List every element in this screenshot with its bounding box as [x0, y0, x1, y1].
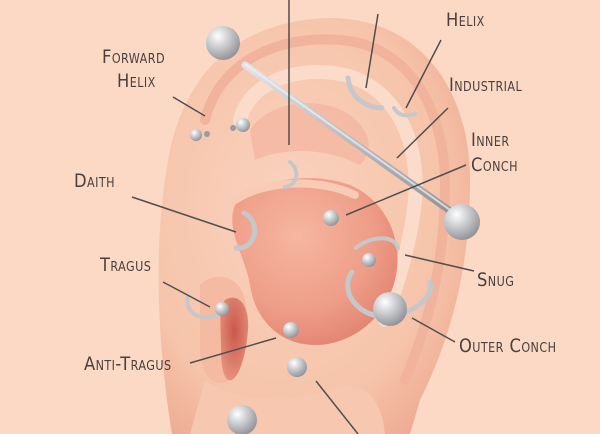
helix-ring-1	[345, 75, 385, 111]
rook-ring	[283, 160, 299, 189]
leader-industrial	[396, 107, 449, 159]
helix-rim	[200, 34, 451, 385]
leader-tragus	[162, 281, 211, 308]
daith-ring	[233, 210, 258, 251]
label-helix: Helix	[446, 9, 485, 31]
label-daith: Daith	[74, 170, 115, 192]
inner-conch-stud	[323, 210, 339, 226]
label-forward-helix-line2: Helix	[117, 70, 156, 92]
label-forward-helix-line1: Forward	[102, 46, 165, 68]
label-outer-conch: Outer Conch	[459, 335, 557, 357]
industrial-ball-bottom	[444, 204, 480, 240]
industrial-ball-top	[206, 26, 240, 60]
anti-tragus-stud	[283, 322, 299, 338]
outer-conch-ball	[373, 292, 407, 326]
leader-anti-tragus	[189, 337, 277, 364]
leader-snug	[404, 254, 475, 272]
lobe-stud-1	[287, 357, 307, 377]
ear-canal	[220, 297, 249, 381]
snug-ring	[354, 236, 400, 250]
leader-top-2	[365, 13, 379, 89]
label-inner-conch-line1: Inner	[471, 129, 510, 151]
lobe-stud-2	[227, 405, 257, 434]
helix-ring-2	[392, 106, 417, 118]
snug-ball	[362, 253, 376, 267]
tragus-ball	[215, 302, 229, 316]
forward-helix-stud-1	[190, 129, 202, 141]
antihelix	[233, 65, 423, 327]
forward-helix-stud-2	[236, 118, 250, 132]
leader-helix	[405, 39, 442, 109]
leader-daith	[131, 196, 237, 233]
leader-outer-conch	[411, 317, 456, 343]
leader-forward-helix	[172, 96, 206, 117]
label-industrial: Industrial	[449, 74, 523, 96]
leader-inner-conch	[345, 164, 467, 216]
upper-fossa	[250, 103, 369, 165]
label-tragus: Tragus	[100, 254, 152, 276]
leader-lines	[131, 0, 475, 434]
label-inner-conch-line2: Conch	[471, 154, 518, 176]
label-snug: Snug	[477, 269, 515, 291]
leader-lobe	[315, 380, 359, 434]
label-anti-tragus: Anti-Tragus	[84, 353, 172, 375]
tragus-ring	[185, 294, 218, 320]
